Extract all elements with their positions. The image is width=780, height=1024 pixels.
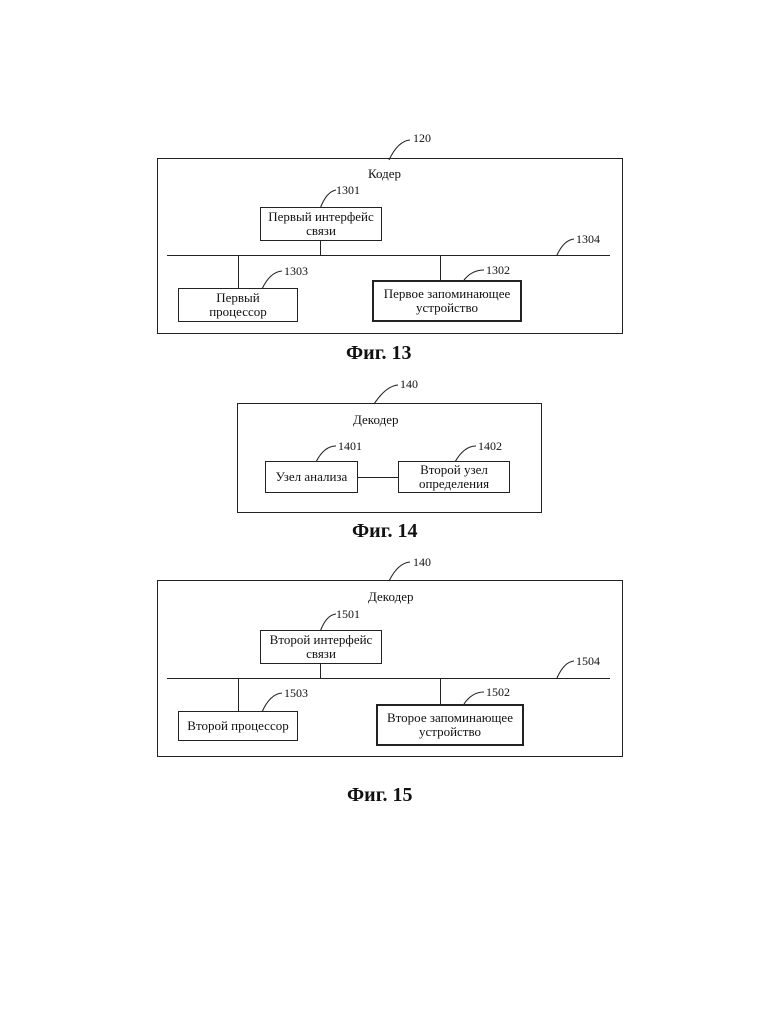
ref-1303: 1303 [284,264,308,279]
ref-1501: 1501 [336,607,360,622]
first-processor-box: Первый процессор [178,288,298,322]
ref-1302: 1302 [486,263,510,278]
ref-1504: 1504 [576,654,600,669]
encoder-title: Кодер [368,166,401,182]
interface-bus-link-fig15 [320,664,321,678]
leader-140-fig14 [374,385,398,404]
ref-1304: 1304 [576,232,600,247]
memory-bus-link [440,255,441,280]
analysis-determination-link [358,477,398,478]
decoder-title-fig15: Декодер [368,589,413,605]
second-determination-node-box: Второй узел определения [398,461,510,493]
analysis-node-box: Узел анализа [265,461,358,493]
caption-fig13: Фиг. 13 [346,342,412,365]
processor-bus-link [238,255,239,288]
ref-1502: 1502 [486,685,510,700]
ref-140-fig15: 140 [413,555,431,570]
decoder-title-fig14: Декодер [353,412,398,428]
bus-line-1304 [167,255,610,256]
ref-1503: 1503 [284,686,308,701]
memory-bus-link-fig15 [440,678,441,704]
second-processor-box: Второй процессор [178,711,298,741]
ref-1402: 1402 [478,439,502,454]
ref-120: 120 [413,131,431,146]
ref-1401: 1401 [338,439,362,454]
interface-bus-link [320,241,321,255]
leader-120 [389,140,410,160]
first-comm-interface-box: Первый интерфейс связи [260,207,382,241]
first-memory-box: Первое запоминающее устройство [372,280,522,322]
processor-bus-link-fig15 [238,678,239,711]
leader-140-fig15 [389,562,410,581]
second-comm-interface-box: Второй интерфейс связи [260,630,382,664]
second-memory-box: Второе запоминающее устройство [376,704,524,746]
caption-fig14: Фиг. 14 [352,520,418,543]
ref-1301: 1301 [336,183,360,198]
bus-line-1504 [167,678,610,679]
caption-fig15: Фиг. 15 [347,784,413,807]
ref-140-fig14: 140 [400,377,418,392]
